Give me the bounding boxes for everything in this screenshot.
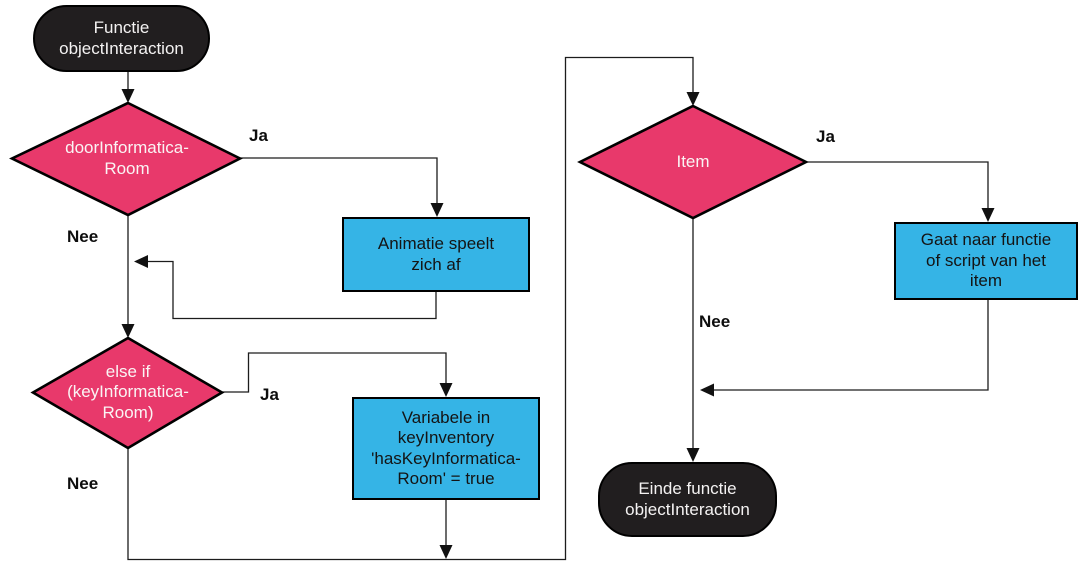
edge-script-loopback [704,300,989,391]
start-terminator: Functie objectInteraction [33,5,210,72]
start-terminator-label: Functie objectInteraction [59,18,184,58]
decision-key-diamond [30,336,225,450]
process-variable-label: Variabele in keyInventory 'hasKeyInforma… [371,407,521,488]
arrowhead [700,383,714,397]
edge-key-ja-to-variable [222,352,447,394]
arrowhead [686,448,700,462]
arrowhead [430,203,444,217]
edge-label-door-nee: Nee [67,227,99,246]
end-terminator: Einde functie objectInteraction [598,462,777,537]
edge-key-nee-to-item [127,56,694,561]
arrowhead [686,92,700,106]
arrowhead [981,208,995,222]
edge-label-door-ja: Ja [249,126,268,145]
process-animation-label: Animatie speelt zich af [377,234,495,274]
process-item-script: Gaat naar functie of script van het item [894,222,1078,300]
process-item-script-label: Gaat naar functie of script van het item [920,230,1052,291]
arrowhead [439,383,453,397]
edge-item-ja-to-script [806,161,989,219]
arrowhead [121,89,135,103]
end-terminator-label: Einde functie objectInteraction [625,479,750,519]
edge-label-item-nee: Nee [699,312,731,331]
process-variable: Variabele in keyInventory 'hasKeyInforma… [352,397,540,500]
arrowhead [121,324,135,338]
edge-door-ja-to-animation [240,157,438,214]
edge-label-key-nee: Nee [67,474,99,493]
decision-door-diamond [9,101,243,217]
edge-label-key-ja: Ja [260,385,279,404]
process-animation: Animatie speelt zich af [342,217,530,292]
arrowhead [439,545,453,559]
arrowhead [134,255,148,268]
decision-item-diamond [577,104,809,220]
edge-label-item-ja: Ja [816,127,835,146]
edge-animation-loopback [137,260,437,320]
